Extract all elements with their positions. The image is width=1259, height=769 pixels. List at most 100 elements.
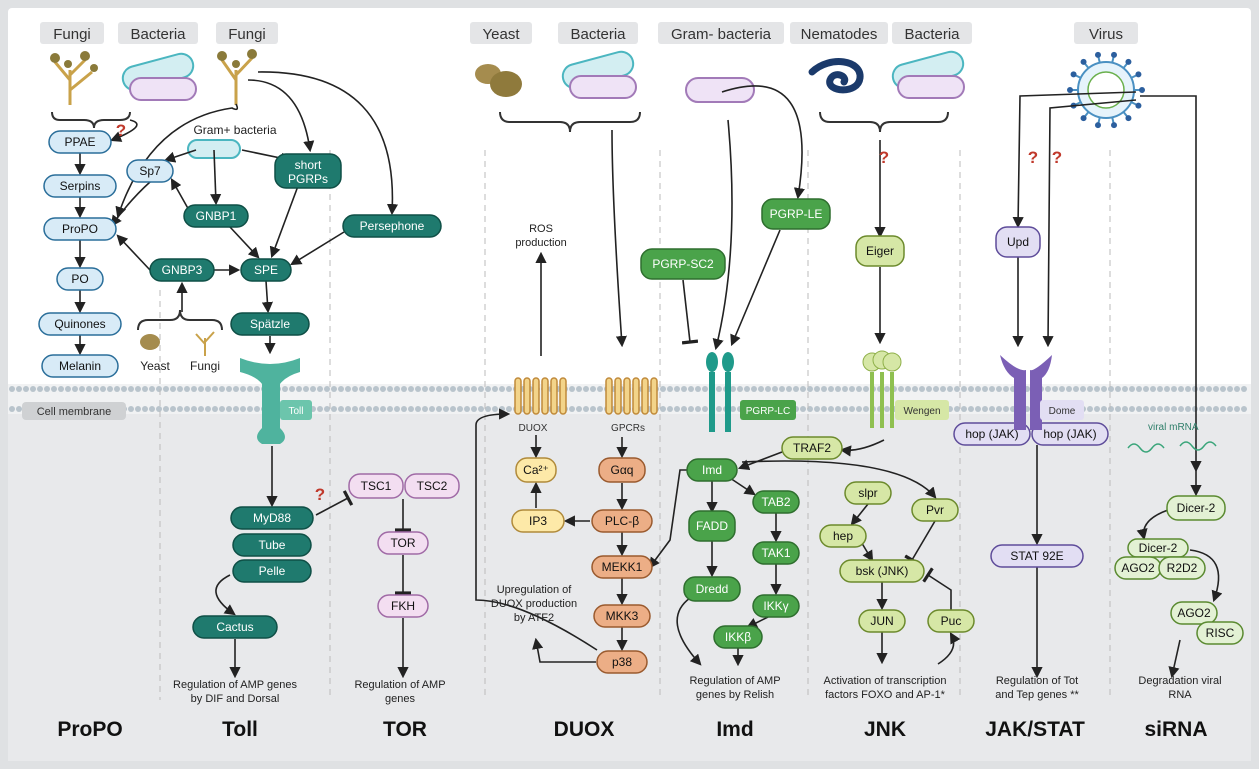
pathway-edge bbox=[904, 520, 936, 566]
node-label: PGRP-SC2 bbox=[652, 257, 714, 271]
node-pgrp-sc2: PGRP-SC2 bbox=[640, 248, 726, 280]
pathway-edge bbox=[730, 229, 781, 347]
node-persephone: Persephone bbox=[342, 214, 442, 238]
pathway-title-toll: Toll bbox=[222, 718, 258, 741]
node-label: TOR bbox=[390, 536, 415, 550]
node-label: Dredd bbox=[696, 582, 729, 596]
node-risc: RISC bbox=[1196, 621, 1244, 645]
pathway-edge bbox=[269, 185, 299, 259]
question-mark: ? bbox=[1052, 148, 1062, 167]
node-gnbp1: GNBP1 bbox=[183, 204, 249, 228]
pathway-edge bbox=[937, 632, 961, 665]
node-r2d2: R2D2 bbox=[1158, 556, 1206, 580]
node-dicer2-b: Dicer-2 bbox=[1127, 538, 1189, 558]
node-label: Persephone bbox=[360, 219, 425, 233]
jnk-output-1: Activation of transcription bbox=[824, 675, 947, 687]
question-mark: ? bbox=[1028, 148, 1038, 167]
source-fungi-1: Fungi bbox=[53, 26, 91, 43]
node-label: Quinones bbox=[54, 317, 105, 331]
source-labels: Fungi Bacteria Fungi Yeast Bacteria Gram… bbox=[40, 22, 1138, 44]
node-label: hop (JAK) bbox=[965, 427, 1018, 441]
bacteria-icon bbox=[891, 50, 965, 99]
pathway-title-jnk: JNK bbox=[864, 718, 906, 741]
viral-mrna-label: viral mRNA bbox=[1148, 422, 1199, 433]
source-virus: Virus bbox=[1089, 26, 1123, 43]
node-plcb: PLC-β bbox=[591, 509, 653, 533]
node-label: Eiger bbox=[866, 244, 894, 258]
node-serpins: Serpins bbox=[43, 174, 117, 198]
node-label: Tube bbox=[259, 538, 286, 552]
node-pvr: Pvr bbox=[911, 498, 959, 522]
node-label: short bbox=[295, 158, 322, 172]
question-mark: ? bbox=[315, 485, 325, 504]
node-cactus: Cactus bbox=[192, 615, 278, 639]
pathway-edge bbox=[116, 234, 151, 271]
pathway-edge bbox=[261, 280, 273, 314]
sirna-output-2: RNA bbox=[1168, 689, 1192, 701]
node-label: GNBP3 bbox=[162, 263, 203, 277]
pathway-edge bbox=[1136, 509, 1169, 541]
node-label: IKKβ bbox=[725, 630, 751, 644]
pathway-edge bbox=[1042, 99, 1137, 348]
node-puc: Puc bbox=[927, 609, 975, 633]
node-fadd: FADD bbox=[688, 510, 736, 542]
pathway-edge bbox=[170, 178, 191, 213]
node-dredd: Dredd bbox=[683, 576, 741, 602]
source-nematodes: Nematodes bbox=[801, 26, 878, 43]
toll-receptor: Toll bbox=[240, 358, 312, 444]
wengen-receptor: Wengen bbox=[862, 350, 949, 428]
node-tsc2: TSC2 bbox=[404, 473, 460, 499]
pathway-title-imd: Imd bbox=[716, 718, 753, 741]
receptors: Toll DUOX GPCRs PGRP-LC Wengen bbox=[240, 350, 1084, 444]
jnk-output-2: factors FOXO and AP-1* bbox=[825, 689, 946, 701]
node-tube: Tube bbox=[232, 533, 312, 557]
node-label: Gαq bbox=[611, 463, 634, 477]
dome-label: Dome bbox=[1049, 406, 1076, 417]
node-melanin: Melanin bbox=[41, 354, 119, 378]
node-label: RISC bbox=[1206, 626, 1235, 640]
node-label: AGO2 bbox=[1121, 561, 1155, 575]
viral-mrna: viral mRNA bbox=[1127, 422, 1217, 453]
node-slpr: slpr bbox=[844, 481, 892, 505]
gpcr-receptor bbox=[605, 377, 658, 415]
node-label: Upd bbox=[1007, 235, 1029, 249]
node-tor: TOR bbox=[377, 531, 429, 555]
bacteria-icon bbox=[121, 52, 197, 101]
nematode-icon bbox=[808, 58, 864, 94]
pathway-edge bbox=[1140, 95, 1202, 473]
node-label: R2D2 bbox=[1167, 561, 1198, 575]
node-pelle: Pelle bbox=[232, 559, 312, 583]
node-label: TAK1 bbox=[761, 546, 790, 560]
node-dicer2-a: Dicer-2 bbox=[1166, 495, 1226, 521]
ros-label-2: production bbox=[515, 237, 566, 249]
fungus-icon bbox=[217, 49, 257, 105]
bacteria-icon bbox=[685, 77, 755, 103]
source-bacteria-1: Bacteria bbox=[130, 26, 186, 43]
node-sp7: Sp7 bbox=[126, 159, 174, 183]
node-quinones: Quinones bbox=[38, 312, 122, 336]
duox-upreg-1: Upregulation of bbox=[497, 584, 573, 596]
pathway-edge bbox=[741, 460, 937, 499]
pathway-edge bbox=[850, 503, 869, 526]
node-bsk: bsk (JNK) bbox=[839, 559, 925, 583]
node-label: MyD88 bbox=[253, 511, 291, 525]
node-label: PLC-β bbox=[605, 514, 639, 528]
pathway-edge bbox=[315, 490, 354, 516]
node-label-2: PGRPs bbox=[288, 172, 328, 186]
source-bacteria-2: Bacteria bbox=[570, 26, 626, 43]
node-label: JUN bbox=[870, 614, 893, 628]
pathway-edge bbox=[681, 279, 699, 345]
pathway-edge bbox=[1168, 639, 1181, 679]
node-po: PO bbox=[56, 267, 104, 291]
node-tab2: TAB2 bbox=[752, 490, 800, 514]
duox-upreg-3: by ATF2 bbox=[514, 612, 554, 624]
pathway-edge bbox=[257, 71, 399, 216]
pathway-edge bbox=[839, 439, 885, 457]
node-fkh: FKH bbox=[377, 594, 429, 618]
tor-output-2: genes bbox=[385, 693, 415, 705]
yeast-small-label: Yeast bbox=[140, 359, 170, 373]
node-hep: hep bbox=[819, 524, 867, 548]
node-imd: Imd bbox=[686, 458, 738, 482]
node-label: bsk (JNK) bbox=[856, 564, 909, 578]
